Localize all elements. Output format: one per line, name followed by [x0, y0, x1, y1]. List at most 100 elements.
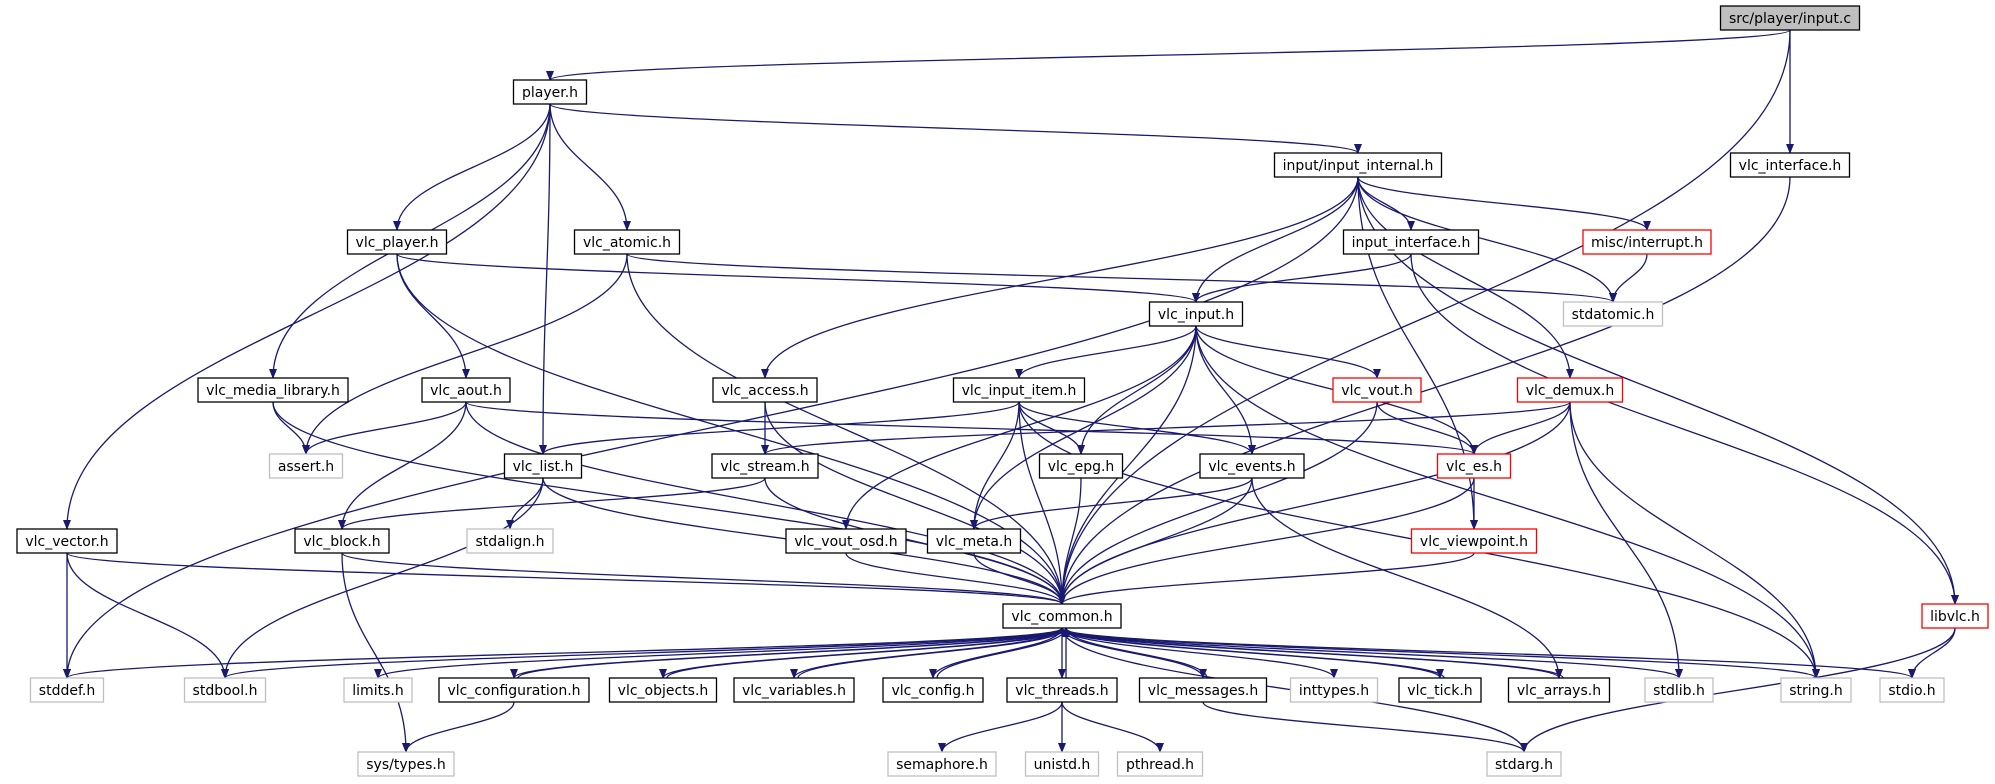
node-assert-h: assert.h — [268, 453, 344, 479]
node-vlc-configuration-h[interactable]: vlc_configuration.h — [438, 677, 590, 703]
node-label: sys/types.h — [366, 757, 445, 773]
node-box — [1199, 453, 1305, 479]
node-vlc-media-library-h[interactable]: vlc_media_library.h — [197, 377, 349, 403]
edge-input-c-to-vlc-common-h — [1058, 29, 1791, 605]
edge-libvlc-h-to-stdio-h — [1908, 627, 1956, 679]
node-vlc-stream-h[interactable]: vlc_stream.h — [711, 453, 819, 479]
node-vlc-vout-osd-h[interactable]: vlc_vout_osd.h — [785, 528, 907, 554]
node-vlc-vout-h[interactable]: vlc_vout.h — [1332, 377, 1422, 403]
node-label: inttypes.h — [1299, 683, 1369, 699]
node-vlc-objects-h[interactable]: vlc_objects.h — [608, 677, 718, 703]
edge-vlc-stream-h-to-vlc-block-h — [338, 477, 766, 530]
node-box — [357, 751, 455, 777]
node-vlc-list-h[interactable]: vlc_list.h — [503, 453, 583, 479]
node-label: vlc_input.h — [1158, 307, 1234, 323]
node-box — [1342, 229, 1480, 255]
edge-vlc-player-h-to-vlc-aout-h — [396, 253, 470, 379]
edge-vlc-access-h-to-vlc-common-h — [764, 401, 1066, 605]
node-vlc-player-h[interactable]: vlc_player.h — [346, 229, 448, 255]
node-label: vlc_arrays.h — [1517, 683, 1601, 699]
node-unistd-h: unistd.h — [1024, 751, 1100, 777]
node-vlc-threads-h[interactable]: vlc_threads.h — [1006, 677, 1118, 703]
nodes-layer: src/player/input.cplayer.hvlc_interface.… — [16, 5, 1989, 777]
edge-vlc-block-h-to-vlc-common-h — [341, 552, 1066, 605]
node-player-h[interactable]: player.h — [512, 79, 588, 105]
node-vlc-meta-h[interactable]: vlc_meta.h — [926, 528, 1022, 554]
node-vlc-es-h[interactable]: vlc_es.h — [1436, 453, 1512, 479]
node-box — [785, 528, 907, 554]
node-label: assert.h — [278, 459, 334, 475]
edge-vlc-events-h-to-vlc-arrays-h — [1251, 477, 1563, 679]
edge-player-h-to-input-internal-h — [549, 103, 1362, 154]
node-vlc-events-h[interactable]: vlc_events.h — [1199, 453, 1305, 479]
node-box — [346, 229, 448, 255]
node-box — [573, 229, 681, 255]
edge-vlc-input-h-to-vlc-vout-osd-h — [842, 325, 1197, 530]
edge-vlc-aout-h-to-vlc-common-h — [465, 401, 1066, 605]
node-vlc-input-item-h[interactable]: vlc_input_item.h — [952, 377, 1086, 403]
node-box — [421, 377, 511, 403]
edge-player-h-to-vlc-atomic-h — [549, 103, 631, 231]
edge-vlc-es-h-to-vlc-common-h — [1058, 477, 1475, 605]
edge-vlc-aout-h-to-vlc-es-h — [465, 401, 1478, 455]
node-vlc-common-h[interactable]: vlc_common.h — [1002, 603, 1122, 629]
edge-vlc-aout-h-to-vlc-block-h — [338, 401, 467, 530]
node-label: vlc_block.h — [303, 534, 380, 550]
node-vlc-access-h[interactable]: vlc_access.h — [712, 377, 818, 403]
node-box — [16, 528, 118, 554]
node-label: player.h — [522, 85, 578, 101]
node-vlc-tick-h[interactable]: vlc_tick.h — [1398, 677, 1482, 703]
node-label: vlc_access.h — [721, 383, 808, 399]
node-input-interface-h[interactable]: input_interface.h — [1342, 229, 1480, 255]
node-vlc-atomic-h[interactable]: vlc_atomic.h — [573, 229, 681, 255]
node-vlc-block-h[interactable]: vlc_block.h — [294, 528, 390, 554]
edge-player-h-to-vlc-list-h — [539, 103, 551, 455]
edge-vlc-common-h-to-stdbool-h — [221, 627, 1063, 679]
node-vlc-vector-h[interactable]: vlc_vector.h — [16, 528, 118, 554]
node-label: vlc_player.h — [356, 235, 439, 251]
node-vlc-epg-h[interactable]: vlc_epg.h — [1038, 453, 1124, 479]
edge-input-internal-h-to-misc-interrupt-h — [1357, 176, 1651, 231]
node-label: vlc_events.h — [1208, 459, 1295, 475]
node-vlc-demux-h[interactable]: vlc_demux.h — [1516, 377, 1624, 403]
edge-vlc-epg-h-to-vlc-common-h — [1058, 477, 1082, 605]
node-box — [1729, 152, 1851, 178]
node-label: vlc_epg.h — [1048, 459, 1115, 475]
edge-vlc-variables-h-to-vlc-common-h — [797, 627, 1070, 679]
node-vlc-config-h[interactable]: vlc_config.h — [882, 677, 984, 703]
node-libvlc-h[interactable]: libvlc.h — [1921, 603, 1989, 629]
node-vlc-variables-h[interactable]: vlc_variables.h — [733, 677, 855, 703]
node-box — [1273, 152, 1443, 178]
node-misc-interrupt-h[interactable]: misc/interrupt.h — [1582, 229, 1712, 255]
edge-vlc-vout-h-to-vlc-es-h — [1376, 401, 1478, 455]
node-label: libvlc.h — [1930, 609, 1980, 625]
edge-vlc-aout-h-to-assert-h — [302, 401, 467, 455]
node-box — [1562, 301, 1664, 327]
edge-vlc-events-h-to-vlc-common-h — [1058, 477, 1253, 605]
edge-vlc-configuration-h-to-vlc-common-h — [517, 627, 1070, 679]
node-input-internal-h[interactable]: input/input_internal.h — [1273, 152, 1443, 178]
edge-vlc-common-h-to-stdlib-h — [1061, 627, 1683, 679]
edge-vlc-demux-h-to-vlc-common-h — [1058, 401, 1571, 605]
edge-input-internal-h-to-vlc-input-h — [1192, 176, 1359, 303]
node-vlc-arrays-h[interactable]: vlc_arrays.h — [1507, 677, 1611, 703]
node-box — [512, 79, 588, 105]
edge-vlc-player-h-to-vlc-common-h — [396, 253, 1066, 605]
node-vlc-input-h[interactable]: vlc_input.h — [1148, 301, 1244, 327]
node-label: vlc_meta.h — [936, 534, 1013, 550]
node-box — [1507, 677, 1611, 703]
node-box — [733, 677, 855, 703]
node-box — [1002, 603, 1122, 629]
node-vlc-aout-h[interactable]: vlc_aout.h — [421, 377, 511, 403]
edge-misc-interrupt-h-to-stdatomic-h — [1609, 253, 1648, 303]
node-vlc-viewpoint-h[interactable]: vlc_viewpoint.h — [1410, 528, 1538, 554]
node-vlc-messages-h[interactable]: vlc_messages.h — [1138, 677, 1268, 703]
edge-player-h-to-vlc-vector-h — [63, 103, 551, 530]
node-box — [1719, 5, 1861, 31]
node-box — [197, 377, 349, 403]
node-box — [1398, 677, 1482, 703]
node-vlc-interface-h[interactable]: vlc_interface.h — [1729, 152, 1851, 178]
edge-vlc-common-h-to-inttypes-h — [1061, 627, 1338, 679]
edge-input-internal-h-to-vlc-demux-h — [1357, 176, 1574, 379]
edge-vlc-common-h-to-string-h — [1061, 627, 1820, 679]
